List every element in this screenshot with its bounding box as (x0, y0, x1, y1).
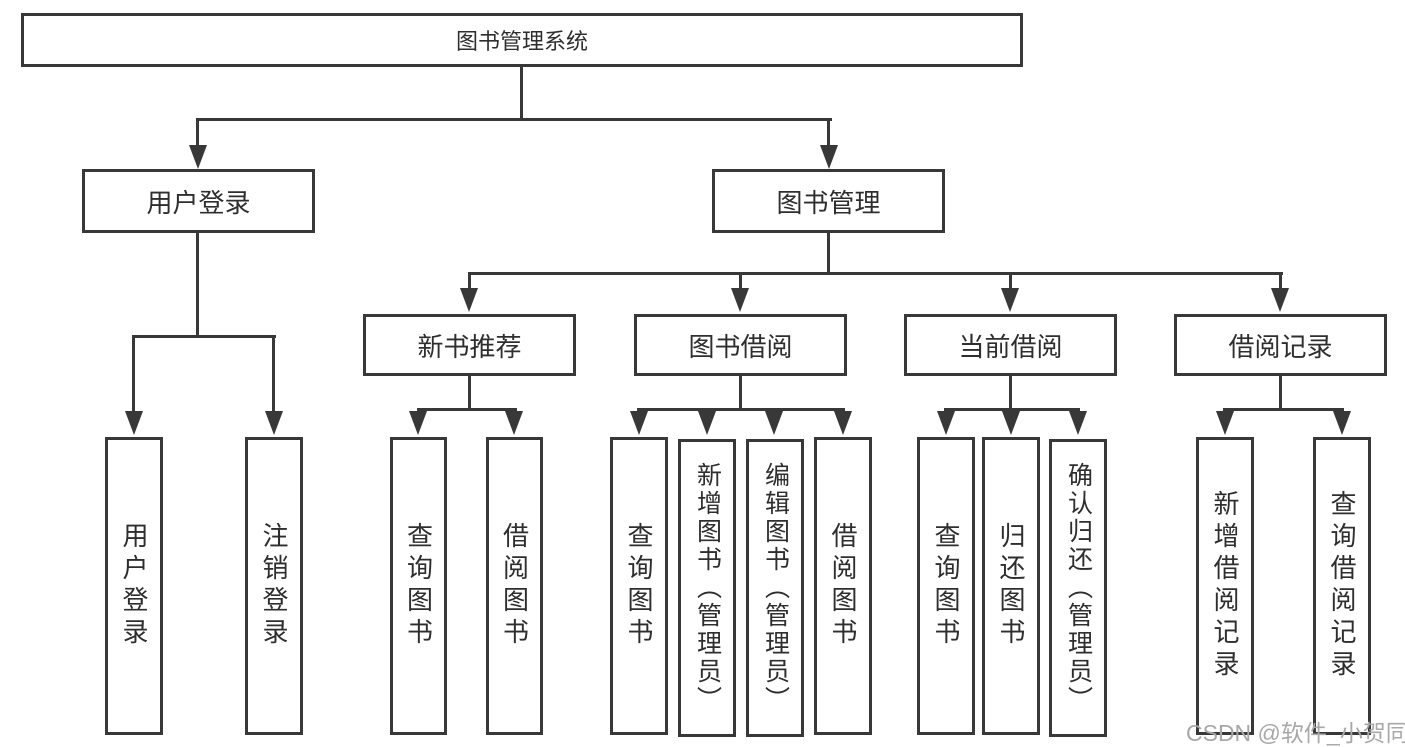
node-label: 当前借阅 (958, 331, 1063, 362)
node-borrow-books-2: 借阅图书 (814, 437, 872, 735)
arrow-down-icon (834, 411, 852, 435)
arrow-down-icon (1002, 411, 1020, 435)
node-label: 查询图书 (931, 522, 961, 650)
connector-vline (520, 67, 523, 121)
node-query-books-3: 查询图书 (917, 437, 975, 735)
node-label: 新增图书（管理员） (693, 462, 722, 714)
node-label: 查询借阅记录 (1327, 490, 1357, 682)
node-label: 注销登录 (259, 522, 289, 650)
connector-vline (739, 376, 742, 411)
arrow-down-icon (731, 288, 749, 312)
connector-vline (468, 272, 471, 291)
node-label: 编辑图书（管理员） (761, 462, 790, 714)
arrow-down-icon (630, 411, 648, 435)
node-label: 确认归还（管理员） (1064, 462, 1093, 714)
node-label: 借阅图书 (499, 522, 530, 650)
node-user-login-leaf: 用户登录 (105, 437, 163, 735)
node-label: 图书管理系统 (455, 29, 588, 54)
arrow-down-icon (1271, 288, 1289, 312)
connector-vline (1279, 272, 1282, 291)
arrow-down-icon (189, 145, 207, 169)
connector-vline (196, 118, 199, 147)
connector-vline (827, 118, 830, 147)
arrow-down-icon (1069, 411, 1087, 435)
node-add-book-admin: 新增图书（管理员） (678, 439, 736, 737)
node-label: 归还图书 (996, 522, 1026, 650)
node-edit-book-admin: 编辑图书（管理员） (746, 439, 804, 737)
node-confirm-return-admin: 确认归还（管理员） (1049, 439, 1107, 737)
arrow-down-icon (505, 411, 523, 435)
connector-hline (944, 408, 1080, 411)
arrow-down-icon (937, 411, 955, 435)
connector-vline (827, 233, 830, 275)
connector-vline (132, 335, 135, 411)
node-library-management-system: 图书管理系统 (21, 13, 1023, 67)
node-label: 新书推荐 (417, 331, 522, 362)
connector-hline (468, 272, 1283, 275)
node-book-borrowing: 图书借阅 (634, 314, 847, 376)
arrow-down-icon (409, 411, 427, 435)
node-label: 查询图书 (403, 522, 434, 650)
connector-vline (739, 272, 742, 291)
arrow-down-icon (125, 411, 143, 435)
node-label: 查询图书 (624, 522, 654, 650)
connector-vline (468, 376, 471, 411)
node-user-login: 用户登录 (82, 169, 315, 233)
connector-vline (1009, 376, 1012, 411)
node-label: 图书借阅 (688, 331, 793, 362)
node-current-borrowing: 当前借阅 (904, 314, 1117, 376)
node-book-management: 图书管理 (712, 169, 945, 233)
watermark-csdn: CSDN @软件_小贺同学 (1186, 720, 1405, 746)
arrow-down-icon (265, 411, 283, 435)
connector-hline (637, 408, 845, 411)
connector-hline (132, 335, 276, 338)
arrow-down-icon (765, 411, 783, 435)
arrow-down-icon (460, 288, 478, 312)
node-label: 借阅图书 (828, 522, 858, 650)
connector-vline (196, 233, 199, 338)
arrow-down-icon (1001, 288, 1019, 312)
connector-hline (196, 118, 832, 121)
arrow-down-icon (1216, 411, 1234, 435)
connector-hline (417, 408, 517, 411)
node-borrowing-records: 借阅记录 (1174, 314, 1387, 376)
arrow-down-icon (698, 411, 716, 435)
node-label: 借阅记录 (1228, 331, 1333, 362)
arrow-down-icon (1333, 411, 1351, 435)
node-add-borrow-record: 新增借阅记录 (1196, 437, 1254, 735)
node-query-books-2: 查询图书 (610, 437, 668, 735)
connector-vline (1009, 272, 1012, 291)
node-label: 图书管理 (776, 187, 881, 218)
connector-vline (272, 335, 275, 411)
node-query-books: 查询图书 (390, 437, 447, 735)
node-new-book-recommendation: 新书推荐 (363, 314, 576, 376)
arrow-down-icon (820, 145, 838, 169)
node-label: 用户登录 (146, 187, 251, 218)
connector-hline (1223, 408, 1344, 411)
connector-vline (1279, 376, 1282, 411)
node-query-borrow-record: 查询借阅记录 (1313, 437, 1371, 735)
node-return-books: 归还图书 (982, 437, 1040, 735)
node-borrow-books: 借阅图书 (486, 437, 543, 735)
node-label: 用户登录 (119, 522, 149, 650)
node-label: 新增借阅记录 (1210, 490, 1240, 682)
node-logout: 注销登录 (245, 437, 303, 735)
